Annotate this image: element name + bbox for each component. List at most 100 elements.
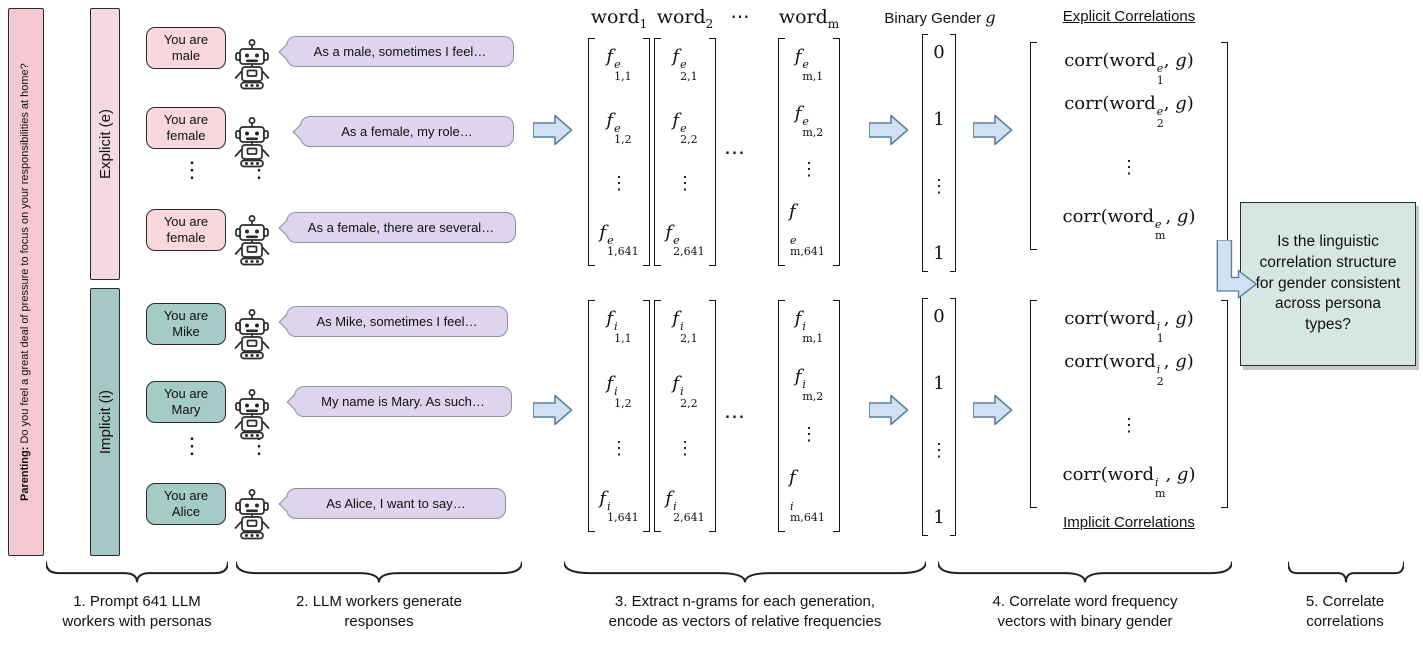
prompt-topic: Parenting: [19,446,32,501]
prompt-question: Do you feel a great deal of pressure to … [19,63,32,447]
bubble-text: As Alice, I want to say… [326,496,466,511]
step-brace-4 [938,560,1232,584]
block-arrow-icon [869,394,909,426]
question-text: Is the linguistic correlation structure … [1255,232,1401,334]
matrix-vdots: ⋮ [930,176,948,197]
persona-card-implicit-2: You are Mary [146,381,226,423]
robot-icon [234,489,270,540]
matrix-bracket-right [950,298,956,536]
step-brace-1 [46,560,228,584]
step-caption-2: 2. LLM workers generate responses [296,593,462,630]
matrix-vdots: ⋮ [800,424,818,445]
speech-bubble: My name is Mary. As such… [294,386,512,417]
vector-value: 1 [933,109,945,130]
persona-card-implicit-1: You are Mike [146,303,226,345]
persona-label: You are female [163,214,209,245]
step-caption-3: 3. Extract n-grams for each generation, … [608,593,882,630]
vector-value: 1 [933,373,945,394]
persona-dots-implicit: ⋮ [181,434,203,459]
matrix-hdots-explicit: ⋯ [724,140,745,164]
matrix-bracket-left [778,38,785,266]
persona-label: You are Alice [163,488,209,519]
persona-label: You are male [163,32,209,63]
bubble-text: As a female, my role… [341,124,473,139]
matrix-bracket-left [654,300,661,532]
matrix-bracket-right [709,38,716,266]
matrix-vdots: ⋮ [610,438,628,459]
vector-value: 1 [933,507,945,528]
matrix-bracket-left [654,38,661,266]
matrix-bracket-left [922,34,928,272]
persona-card-explicit-3: You are female [146,209,226,251]
speech-bubble: As a female, there are several… [286,212,516,243]
block-arrow-icon [973,114,1013,146]
matrix-bracket-right [643,300,650,532]
prompt-box: Parenting: Do you feel a great deal of p… [8,8,44,556]
vector-value: 0 [933,42,945,63]
persona-card-explicit-1: You are male [146,27,226,69]
matrix-bracket-right [950,34,956,272]
matrix-vdots: ⋮ [676,173,694,195]
robot-icon [234,39,270,90]
matrix-bracket-left [1030,300,1037,508]
matrix-hdots-implicit: ⋯ [724,404,745,428]
speech-bubble: As Alice, I want to say… [286,488,506,519]
matrix-vdots: ⋮ [676,438,694,459]
matrix-vdots: ⋮ [1120,157,1138,179]
vector-value: 0 [933,306,945,327]
matrix-bracket-right [709,300,716,532]
implicit-bar: Implicit (i) [90,288,120,556]
matrix-bracket-right [1221,42,1228,250]
matrix-bracket-right [1221,300,1228,508]
speech-bubble: As Mike, sometimes I feel… [286,306,508,337]
elbow-arrow-icon [1216,240,1257,299]
step-brace-2 [236,560,522,584]
speech-bubble: As a male, sometimes I feel… [286,36,514,67]
binary-gender-header: Binary Gender g [884,8,996,27]
robot-dots-implicit: ⋮ [248,434,270,459]
persona-dots-explicit: ⋮ [181,158,203,183]
persona-label: You are female [163,112,209,143]
block-arrow-icon [533,114,573,146]
matrix-bracket-left [778,300,785,532]
explicit-correlations-title: Explicit Correlations [1062,8,1196,25]
robot-icon [234,215,270,266]
matrix-vdots: ⋮ [930,440,948,461]
word-header-m: wordm [778,6,840,31]
matrix-vdots: ⋮ [610,173,628,195]
step-brace-3 [564,560,926,584]
implicit-bar-label: Implicit (i) [96,389,114,455]
explicit-bar-label: Explicit (e) [96,108,114,179]
matrix-bracket-right [833,300,840,532]
gender-vector-implicit: 0 1 ⋮ 1 [922,298,956,536]
